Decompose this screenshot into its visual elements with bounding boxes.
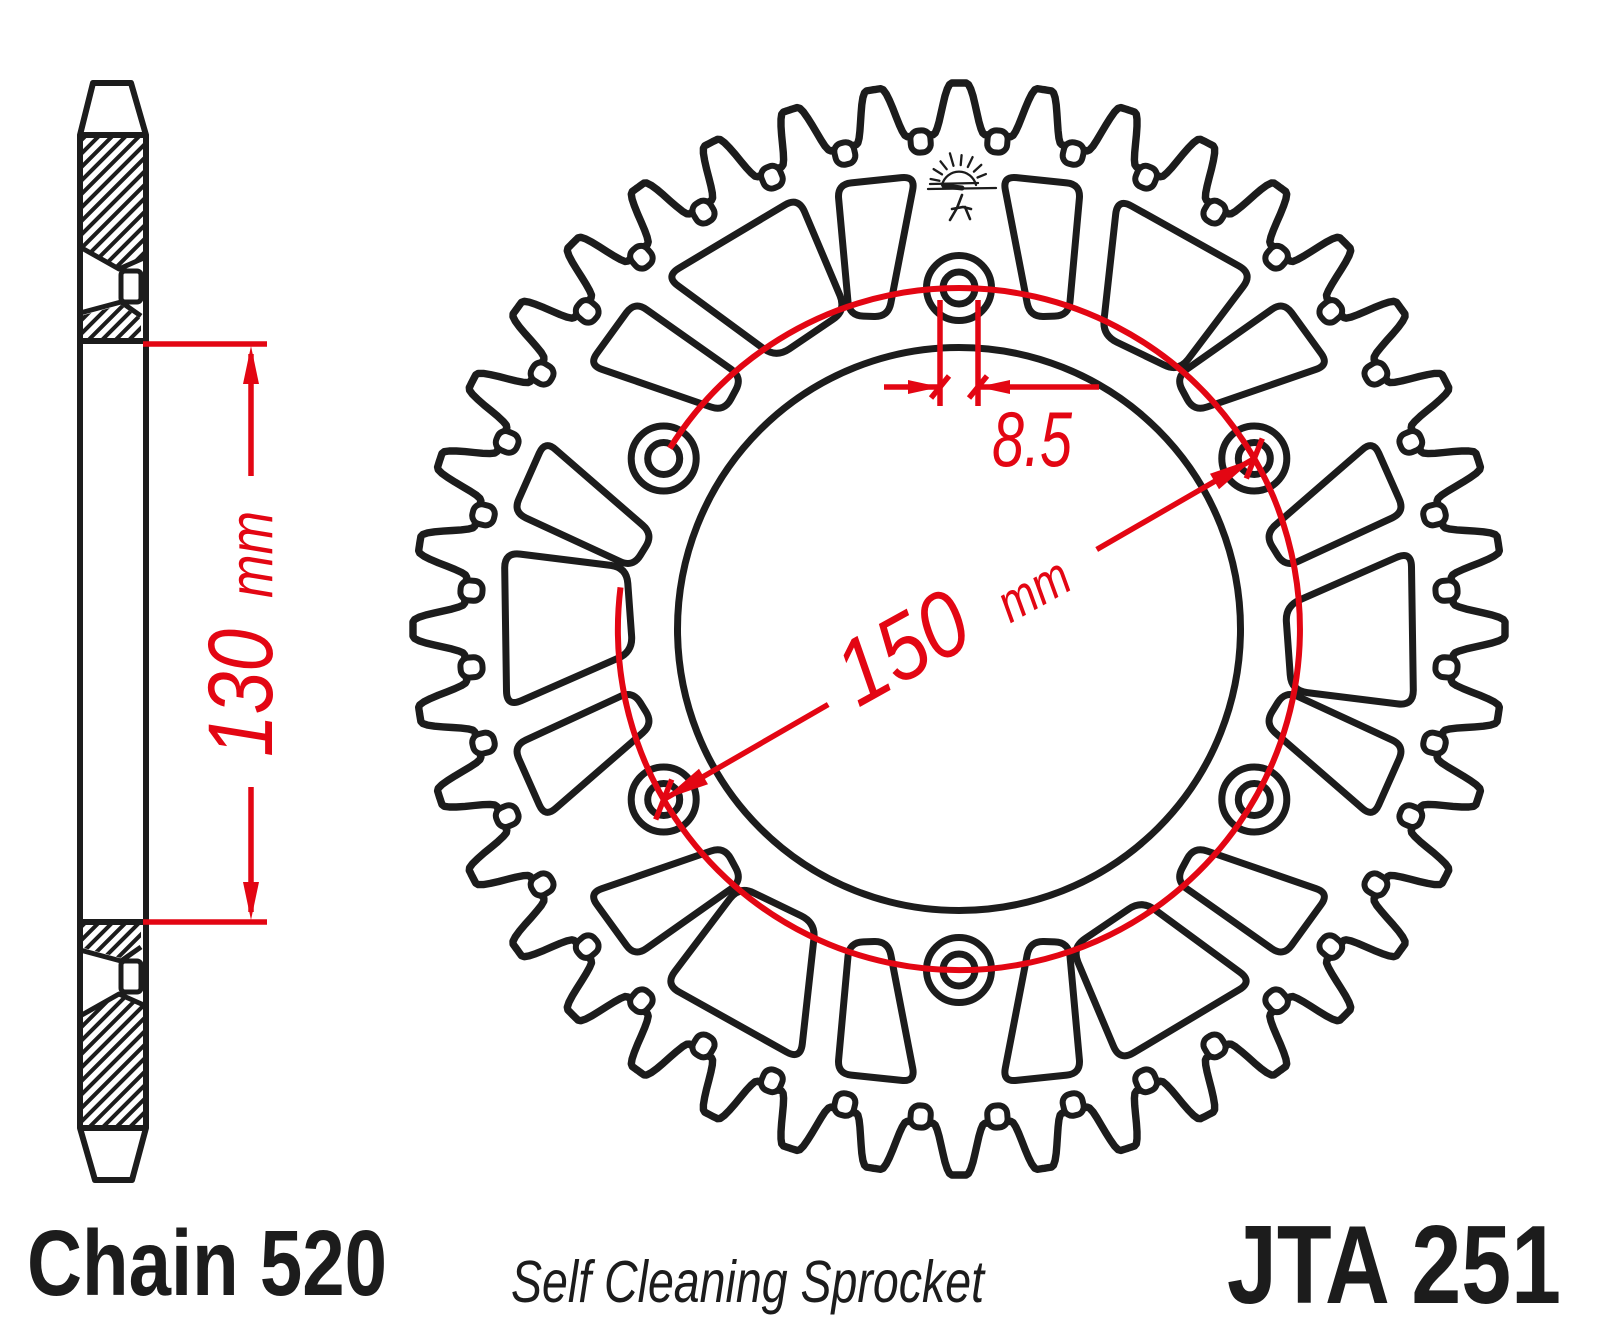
svg-text:130mm: 130mm xyxy=(190,511,292,757)
svg-text:JTA 251: JTA 251 xyxy=(1227,1203,1561,1327)
svg-text:8.5: 8.5 xyxy=(992,395,1072,483)
svg-text:Self Cleaning Sprocket: Self Cleaning Sprocket xyxy=(511,1249,986,1315)
svg-text:Chain 520: Chain 520 xyxy=(27,1211,387,1315)
